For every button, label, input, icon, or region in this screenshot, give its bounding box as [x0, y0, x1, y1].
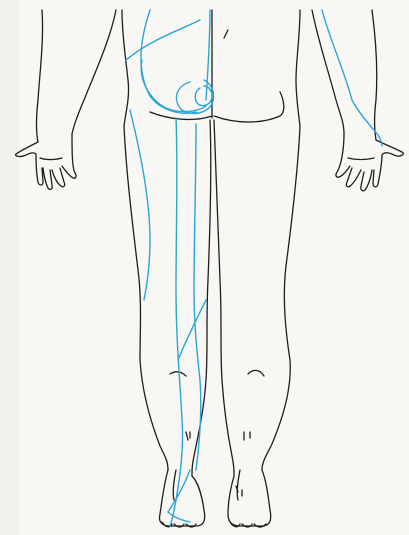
paper-edge-shadow [0, 0, 18, 535]
